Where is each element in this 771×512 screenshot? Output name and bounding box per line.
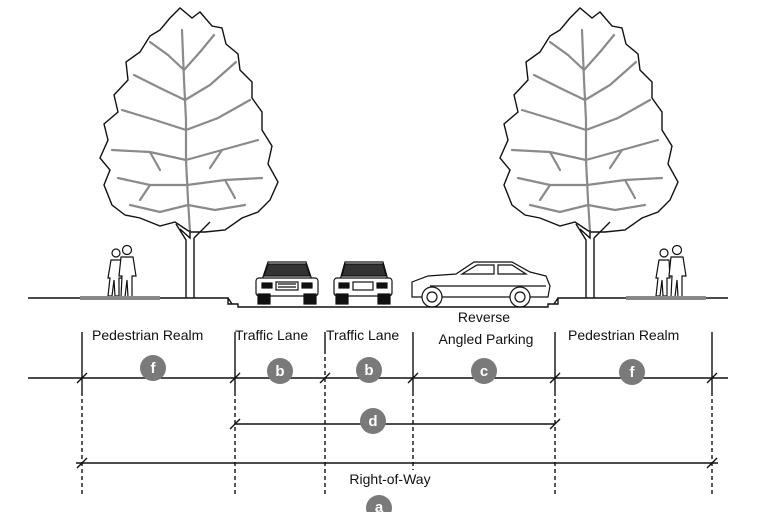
tree-right [499,7,679,298]
svg-text:d: d [368,413,377,430]
badge-c: c [471,358,497,384]
label-right-of-way: Right-of-Way [349,471,430,487]
label-pedestrian-realm-left: Pedestrian Realm [92,327,203,343]
badge-f-left: f [140,355,166,381]
badge-b-1: b [267,358,293,384]
label-reverse: Reverse [458,309,510,325]
pedestrians-right [655,244,687,298]
svg-text:b: b [364,362,373,379]
label-traffic-lane-2: Traffic Lane [326,327,399,343]
tree-left-trunk [175,221,211,298]
svg-text:b: b [275,363,284,380]
dimension-lines [28,332,728,496]
badge-a: a [366,495,392,512]
badge-b-2: b [356,357,382,383]
tree-right-canopy [499,7,679,233]
ground-line [28,296,728,308]
car-front-1 [255,261,319,305]
badge-d: d [360,408,386,434]
sidewalk-pad-left [80,296,160,300]
car-front-2 [333,261,393,305]
label-traffic-lane-1: Traffic Lane [235,327,308,343]
label-pedestrian-realm-right: Pedestrian Realm [568,327,679,343]
sidewalk-pad-right [626,296,706,300]
tree-left-canopy [99,7,279,233]
tree-right-veins [510,28,664,234]
svg-text:f: f [630,364,636,381]
badge-f-right: f [619,359,645,385]
svg-text:f: f [151,360,157,377]
label-angled-parking: Angled Parking [439,331,534,347]
tree-right-trunk [575,221,611,298]
tree-left-veins [110,28,264,234]
svg-text:a: a [375,499,384,512]
car-side [411,261,551,308]
tree-left [99,7,279,298]
pedestrians-left [107,244,137,298]
svg-text:c: c [480,363,488,380]
